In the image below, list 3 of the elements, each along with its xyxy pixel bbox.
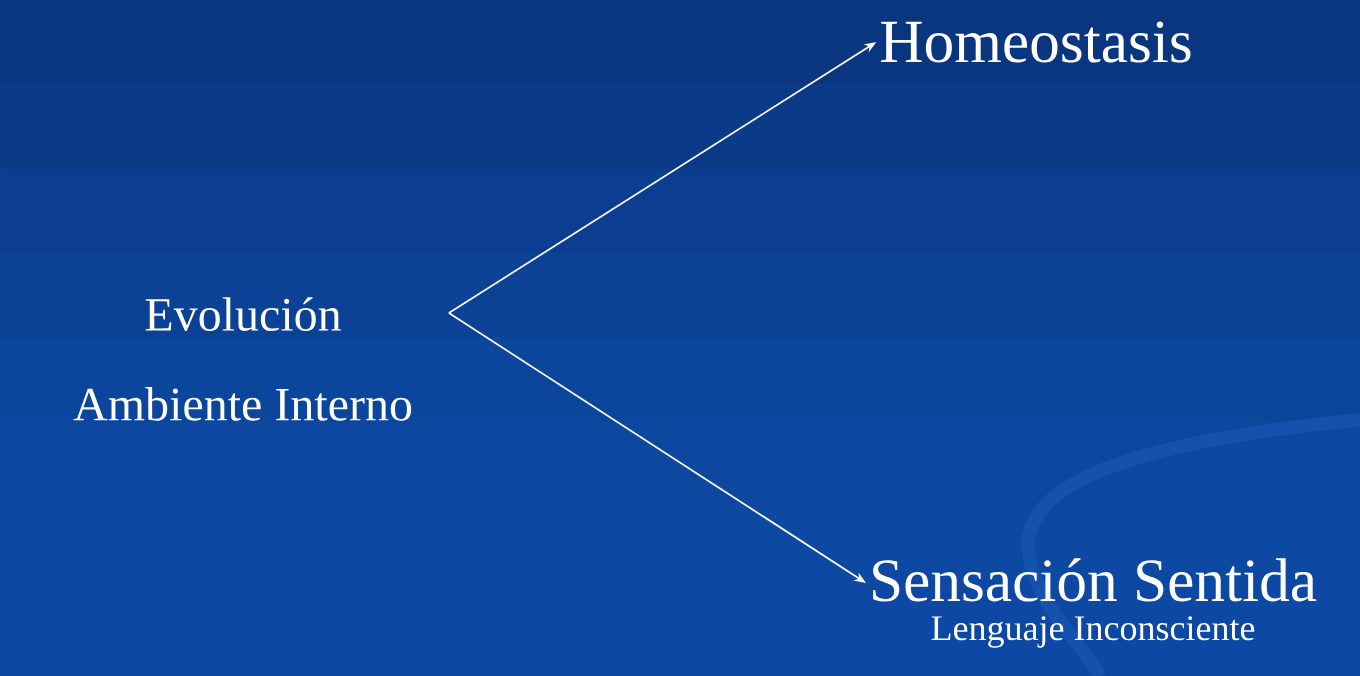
label-text: Homeostasis [881,21,1191,63]
label-text: Evolución Ambiente Interno [73,297,412,421]
label-text: Sensación Sentida Lenguaje Inconsciente [873,558,1317,648]
